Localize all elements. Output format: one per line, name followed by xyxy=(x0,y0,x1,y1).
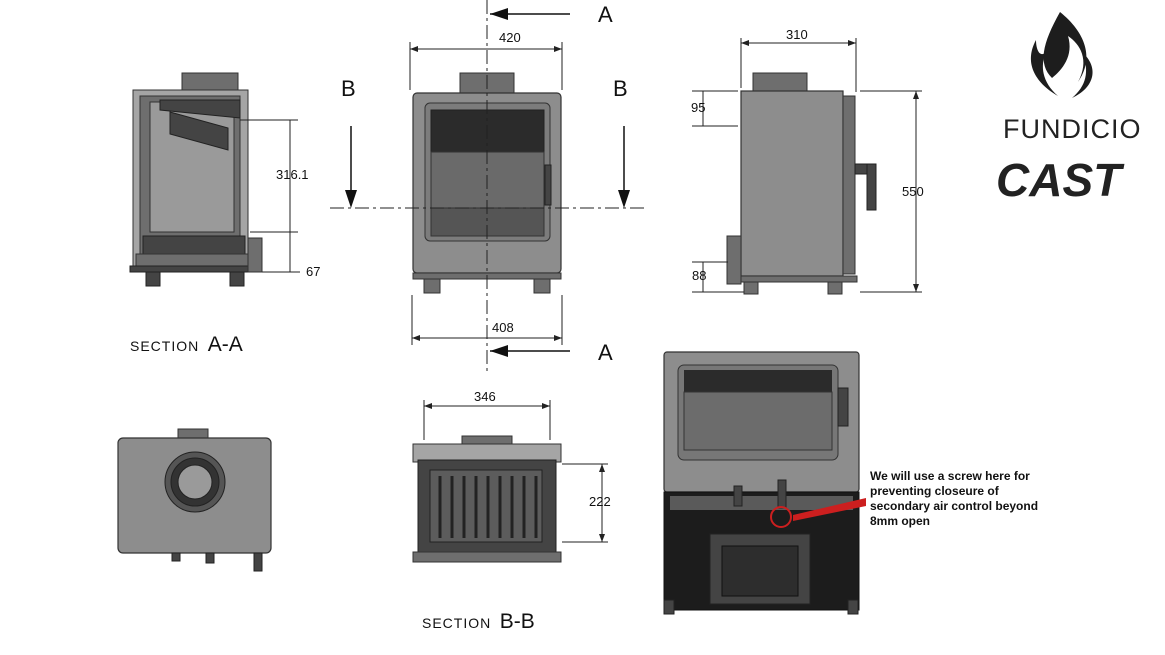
dim-550: 550 xyxy=(902,184,924,199)
caption-section-bb: SECTION B-B xyxy=(422,610,535,633)
annotation-line-2: preventing closeure of xyxy=(870,484,1000,498)
brand-name-line-1: FUNDICIO xyxy=(1003,114,1142,144)
section-label-a-bottom: A xyxy=(598,340,613,365)
dimension-550: 550 xyxy=(860,90,924,293)
section-bb-view xyxy=(412,435,562,563)
annotation-line-3: secondary air control beyond xyxy=(870,499,1038,513)
caption-section-aa: SECTION A-A xyxy=(130,333,243,356)
screw-marker xyxy=(770,498,866,528)
dim-420: 420 xyxy=(499,30,521,45)
section-label-b-right: B xyxy=(613,76,628,101)
dim-346: 346 xyxy=(474,389,496,404)
dimension-346: 346 xyxy=(423,389,551,440)
section-aa-view xyxy=(129,72,263,287)
section-label-b-left: B xyxy=(341,76,356,101)
dimension-88: 88 xyxy=(692,261,744,293)
dim-222: 222 xyxy=(589,494,611,509)
rear-detail-view xyxy=(663,351,860,615)
dimension-95: 95 xyxy=(691,90,738,127)
dim-95: 95 xyxy=(691,100,705,115)
dimension-316: 316.1 67 xyxy=(240,119,320,279)
dim-67: 67 xyxy=(306,264,320,279)
dimension-408: 408 xyxy=(411,295,563,345)
brand-name-line-2: CAST xyxy=(996,154,1125,206)
annotation-line-1: We will use a screw here for xyxy=(870,469,1030,483)
front-view xyxy=(412,72,562,294)
top-view xyxy=(117,428,272,572)
flame-icon xyxy=(1030,12,1093,98)
dim-88: 88 xyxy=(692,268,706,283)
section-label-a-top: A xyxy=(598,2,613,27)
dimension-310: 310 xyxy=(740,27,857,92)
dimension-222: 222 xyxy=(562,463,611,543)
section-cut-lines xyxy=(330,0,645,372)
annotation-line-4: 8mm open xyxy=(870,514,930,528)
dimension-420: 420 xyxy=(409,30,563,90)
side-view xyxy=(726,72,877,295)
dim-408: 408 xyxy=(492,320,514,335)
dim-310: 310 xyxy=(786,27,808,42)
dim-316: 316.1 xyxy=(276,167,309,182)
